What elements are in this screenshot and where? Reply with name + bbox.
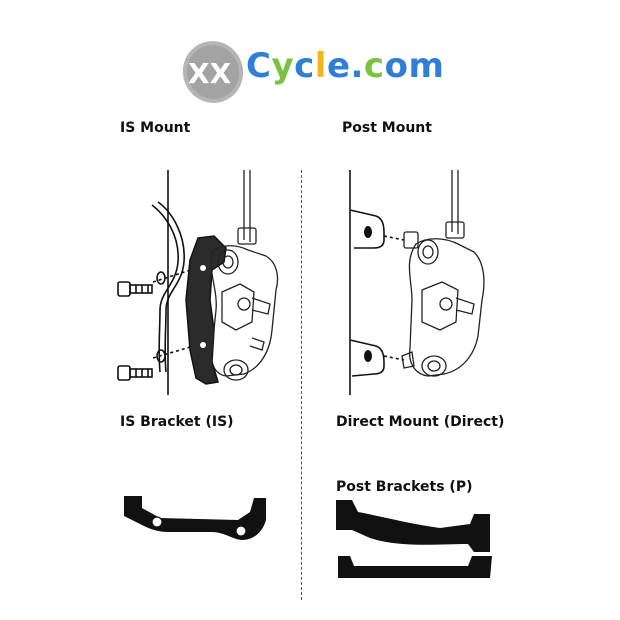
is-mount-title: IS Mount <box>120 120 191 136</box>
post-align-top <box>383 235 405 241</box>
badge-text: XX <box>188 57 232 90</box>
is-adapter <box>185 235 227 385</box>
logo-letter: o <box>384 46 409 86</box>
logo-letter: . <box>350 46 364 86</box>
is-fork-tab <box>151 204 179 373</box>
post-hole-top <box>364 226 372 238</box>
post-tab-bottom <box>349 339 385 377</box>
center-divider <box>301 170 302 600</box>
logo-letter: m <box>408 46 445 86</box>
logo-letter: c <box>294 46 315 86</box>
post-mount-title: Post Mount <box>342 120 432 136</box>
is-adapter-hole-top <box>200 265 206 271</box>
is-fork-tab-edge <box>157 201 185 373</box>
post-bracket-lower <box>338 556 492 578</box>
is-bolt-top <box>117 281 153 297</box>
is-bolt-bottom <box>117 365 153 381</box>
logo-letter: l <box>314 46 327 86</box>
is-washer-top <box>156 271 166 285</box>
is-bracket-shape <box>124 496 266 540</box>
logo-letter: c <box>363 46 385 86</box>
post-caliper <box>401 170 485 377</box>
post-hole-bottom <box>364 350 372 362</box>
xx-badge-icon: XX <box>182 41 244 103</box>
logo-letter: C <box>246 46 272 86</box>
is-caliper <box>210 170 279 381</box>
post-mount-diagram <box>349 170 405 395</box>
is-mount-diagram <box>117 170 198 395</box>
is-bracket-hole-right <box>235 525 247 537</box>
logo-wordmark: Cycle.com <box>246 46 444 86</box>
logo-letter: e <box>326 46 351 86</box>
post-align-bottom <box>383 355 405 361</box>
is-bracket-hole-left <box>151 516 163 528</box>
post-bracket-upper <box>336 500 490 552</box>
post-brackets-title: Post Brackets (P) <box>336 479 473 495</box>
is-washer-bottom <box>156 349 166 363</box>
direct-mount-title: Direct Mount (Direct) <box>336 414 505 430</box>
site-logo[interactable]: XX Cycle.com <box>180 36 450 108</box>
is-bracket-title: IS Bracket (IS) <box>120 414 234 430</box>
logo-letter: y <box>271 46 295 86</box>
is-adapter-hole-bottom <box>200 342 206 348</box>
